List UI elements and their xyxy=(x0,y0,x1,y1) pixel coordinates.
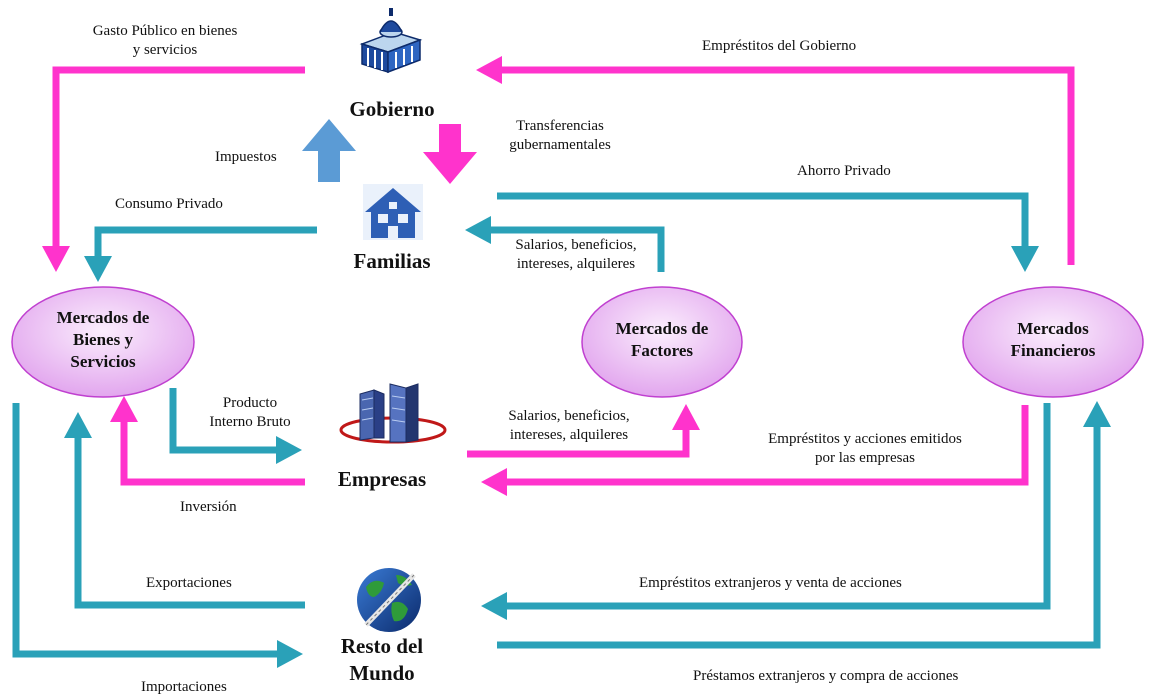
arrow-gasto-publico xyxy=(52,66,305,248)
label-emprestitos-extranjeros: Empréstitos extranjeros y venta de accio… xyxy=(639,575,902,591)
label-line: Salarios, beneficios, xyxy=(508,408,630,424)
label-mercados-factores: Mercados de Factores xyxy=(582,318,742,362)
label-line: Mercados de xyxy=(56,308,150,327)
label-line: intereses, alquileres xyxy=(516,256,636,272)
globe-icon xyxy=(357,568,421,632)
arrow-salarios-familias xyxy=(489,226,665,272)
arrow-impuestos xyxy=(302,119,356,182)
node-resto-line2: Mundo xyxy=(349,661,415,685)
ellipse-mercados-bienes xyxy=(11,286,195,398)
label-line: gubernamentales xyxy=(509,137,611,153)
label-inversion: Inversión xyxy=(180,499,237,515)
arrow-emprestitos-empresas xyxy=(505,405,1029,486)
skyscrapers-icon xyxy=(339,383,447,444)
label-line: Mercados de xyxy=(615,319,709,338)
label-ahorro-privado: Ahorro Privado xyxy=(797,163,891,179)
label-producto-interno: Producto Interno Bruto xyxy=(185,394,315,432)
node-resto-line1: Resto del xyxy=(340,634,424,658)
label-line: Financieros xyxy=(1010,341,1096,360)
node-familias: Familias xyxy=(353,249,431,273)
label-prestamos-extranjeros: Préstamos extranjeros y compra de accion… xyxy=(693,668,959,684)
label-line: Gasto Público en bienes xyxy=(92,23,238,39)
label-mercados-financieros: Mercados Financieros xyxy=(973,318,1133,362)
label-exportaciones: Exportaciones xyxy=(146,575,232,591)
label-line: Factores xyxy=(631,341,693,360)
node-gobierno: Gobierno xyxy=(349,97,435,121)
label-mercados-bienes: Mercados de Bienes y Servicios xyxy=(23,307,183,373)
arrow-emprestitos-extranjeros xyxy=(505,403,1051,610)
label-line: por las empresas xyxy=(815,450,915,466)
label-line: Producto xyxy=(222,395,278,411)
house-icon xyxy=(363,184,423,240)
label-salarios-empresas: Salarios, beneficios, intereses, alquile… xyxy=(489,407,649,445)
label-gasto-publico: Gasto Público en bienes y servicios xyxy=(50,22,280,60)
label-emprestitos-empresas: Empréstitos y acciones emitidos por las … xyxy=(735,430,995,468)
government-building-icon xyxy=(359,8,423,74)
arrow-consumo-privado xyxy=(94,226,317,258)
label-importaciones: Importaciones xyxy=(141,679,227,695)
label-line: Mercados xyxy=(1017,319,1089,338)
label-line: intereses, alquileres xyxy=(509,427,629,443)
label-impuestos: Impuestos xyxy=(215,149,277,165)
arrow-ahorro-privado xyxy=(497,192,1029,248)
arrow-prestamos-extranjeros xyxy=(497,425,1101,649)
label-line: Transferencias xyxy=(516,118,604,134)
label-transferencias: Transferencias gubernamentales xyxy=(490,117,630,155)
ellipse-mercados-financieros xyxy=(962,286,1144,398)
label-line: Servicios xyxy=(70,352,136,371)
label-line: Empréstitos y acciones emitidos xyxy=(768,431,962,447)
label-line: Interno Bruto xyxy=(209,414,291,430)
node-empresas: Empresas xyxy=(337,467,427,491)
arrow-emprestitos-gobierno xyxy=(500,66,1075,265)
label-emprestitos-gobierno: Empréstitos del Gobierno xyxy=(702,38,857,54)
ellipse-mercados-factores xyxy=(581,286,743,398)
arrow-exportaciones xyxy=(74,436,305,609)
arrow-importaciones xyxy=(12,403,279,658)
arrow-inversion xyxy=(120,420,305,486)
arrow-producto-interno xyxy=(169,388,278,454)
arrow-salarios-empresas xyxy=(467,428,690,458)
label-line: Salarios, beneficios, xyxy=(515,237,637,253)
label-line: y servicios xyxy=(132,42,198,58)
label-salarios-familias: Salarios, beneficios, intereses, alquile… xyxy=(496,236,656,274)
label-consumo-privado: Consumo Privado xyxy=(115,196,223,212)
arrow-transferencias xyxy=(423,124,477,184)
label-line: Bienes y xyxy=(73,330,133,349)
